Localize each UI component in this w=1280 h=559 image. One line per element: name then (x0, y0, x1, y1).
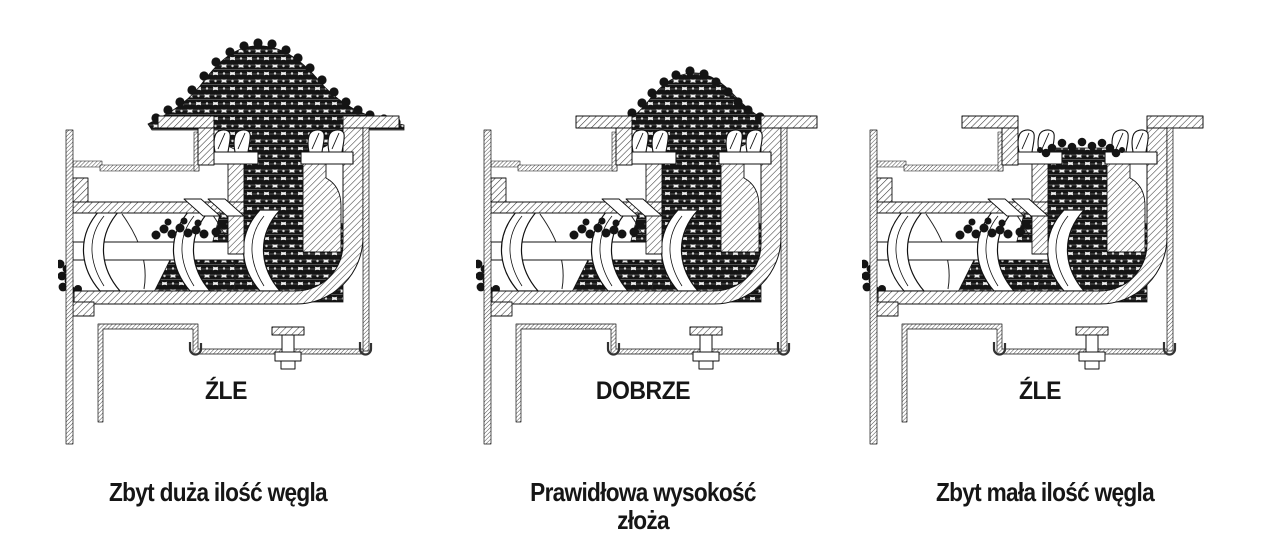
verdict-label-3: ŹLE (1018, 377, 1062, 405)
verdict-label-1: ŹLE (204, 377, 248, 405)
panel-description-2: Prawidłowa wysokość złoża (504, 478, 782, 534)
description-line: Zbyt mała ilość węgla (936, 477, 1155, 507)
description-line: złoża (617, 505, 670, 535)
panel-description-1: Zbyt duża ilość węgla (79, 478, 357, 506)
description-line: Zbyt duża ilość węgla (109, 477, 328, 507)
panel-description-3: Zbyt mała ilość węgla (906, 478, 1184, 506)
verdict-label-2: DOBRZE (595, 377, 691, 405)
description-line: Prawidłowa wysokość (530, 477, 756, 507)
